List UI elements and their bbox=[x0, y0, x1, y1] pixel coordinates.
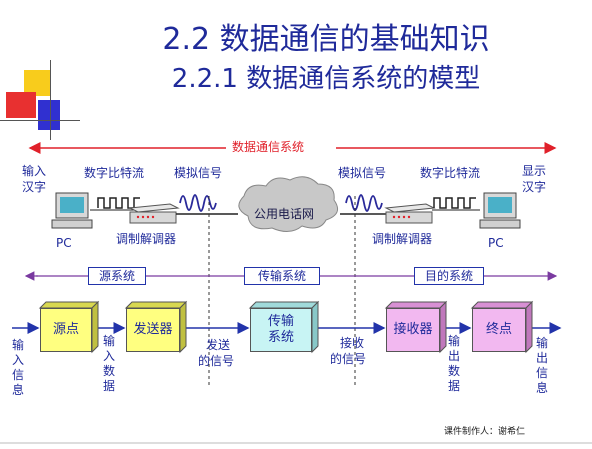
right-analog-label: 模拟信号 bbox=[338, 166, 387, 180]
right-modem-label: 调制解调器 bbox=[372, 232, 433, 246]
author-credit: 课件制作人：谢希仁 bbox=[444, 427, 526, 437]
left-analog-wave bbox=[179, 194, 217, 212]
right-square-wave bbox=[433, 197, 476, 209]
left-analog-label: 模拟信号 bbox=[174, 166, 223, 180]
deco-red-square bbox=[6, 92, 36, 118]
subsystem-destination: 目的系统 bbox=[414, 267, 484, 285]
input-data-label: 输入数据 bbox=[103, 334, 116, 393]
transmission-system-box: 传输 系统 bbox=[250, 308, 312, 352]
subsystem-source: 源系统 bbox=[88, 267, 146, 285]
left-modem-label: 调制解调器 bbox=[116, 232, 177, 246]
output-info-label: 输出信息 bbox=[536, 336, 549, 395]
page-subtitle: 2.2.1 数据通信系统的模型 bbox=[171, 64, 481, 94]
right-display-label-1: 显示 bbox=[522, 164, 547, 178]
page-title: 2.2 数据通信的基础知识 bbox=[162, 22, 490, 57]
sent-signal-label-1: 发送 bbox=[206, 338, 231, 352]
received-signal-label-1: 接收 bbox=[340, 336, 365, 350]
system-label: 数据通信系统 bbox=[232, 140, 305, 154]
destination-node-box: 终点 bbox=[472, 308, 526, 352]
transmission-system-line-1: 传输 bbox=[267, 314, 294, 329]
right-pc-label: PC bbox=[488, 236, 504, 250]
left-digital-label: 数字比特流 bbox=[84, 166, 145, 180]
input-info-label: 输入信息 bbox=[12, 338, 25, 397]
left-pc-label: PC bbox=[56, 236, 72, 250]
left-input-label-1: 输入 bbox=[22, 164, 47, 178]
phone-network-cloud bbox=[238, 176, 339, 232]
right-digital-label: 数字比特流 bbox=[420, 166, 481, 180]
left-pc-icon bbox=[51, 192, 93, 229]
left-square-wave bbox=[97, 197, 140, 209]
right-modem-icon bbox=[384, 203, 436, 224]
left-modem-icon bbox=[128, 203, 180, 224]
output-data-label: 输出数据 bbox=[448, 334, 461, 393]
subsystem-transmission: 传输系统 bbox=[244, 267, 320, 285]
deco-line-h bbox=[0, 120, 80, 121]
decorative-squares bbox=[0, 0, 80, 140]
deco-blue-square bbox=[38, 100, 60, 130]
received-signal-label-2: 的信号 bbox=[330, 352, 367, 366]
network-label: 公用电话网 bbox=[254, 207, 315, 221]
deco-line-v bbox=[50, 60, 51, 140]
transmitter-box: 发送器 bbox=[126, 308, 180, 352]
right-display-label-2: 汉字 bbox=[522, 180, 547, 194]
right-analog-wave bbox=[345, 194, 383, 212]
deco-yellow-square bbox=[24, 70, 50, 96]
sent-signal-label-2: 的信号 bbox=[198, 354, 235, 368]
source-node-box: 源点 bbox=[40, 308, 92, 352]
receiver-box: 接收器 bbox=[386, 308, 440, 352]
left-input-label-2: 汉字 bbox=[22, 180, 47, 194]
right-pc-icon bbox=[479, 192, 521, 229]
transmission-system-line-2: 系统 bbox=[267, 330, 294, 345]
